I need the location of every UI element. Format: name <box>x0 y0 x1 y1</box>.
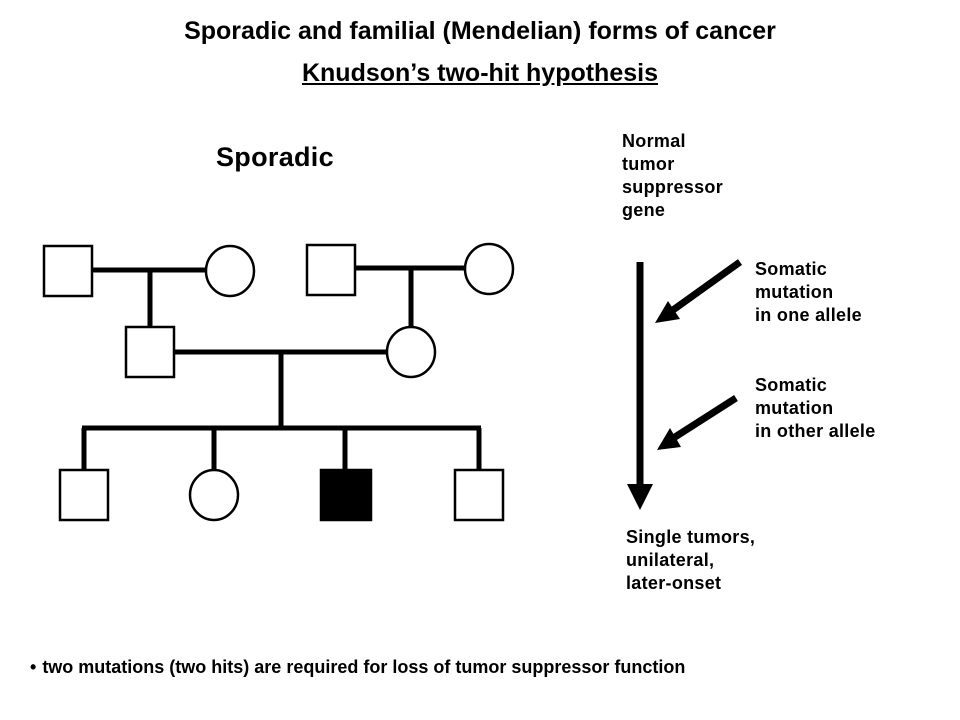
footnote: •two mutations (two hits) are required f… <box>30 656 955 678</box>
mother-symbol <box>385 325 437 379</box>
slide-title: Sporadic and familial (Mendelian) forms … <box>184 17 776 45</box>
child-male-unaffected-2 <box>453 468 505 522</box>
first-hit-arrow-head <box>655 301 680 323</box>
normal-gene-label: Normal tumor suppressor gene <box>622 131 724 220</box>
first-hit-arrow-shaft <box>670 259 743 313</box>
grandfather-maternal-symbol <box>305 243 357 297</box>
second-hit-arrow-shaft <box>673 395 738 440</box>
grandmother-paternal-symbol <box>204 244 256 298</box>
child-male-affected <box>319 468 373 522</box>
second-hit-label: Somatic mutation in other allele <box>755 375 876 441</box>
two-hit-pathway <box>627 259 743 510</box>
bullet-icon: • <box>30 657 37 677</box>
pedigree-chart <box>42 242 515 522</box>
slide-subtitle: Knudson’s two-hit hypothesis <box>301 59 658 87</box>
father-symbol <box>124 325 176 379</box>
second-hit-arrow-head <box>657 428 681 450</box>
grandfather-paternal-symbol <box>42 244 94 298</box>
first-hit-label: Somatic mutation in one allele <box>755 259 862 325</box>
footnote-text: two mutations (two hits) are required fo… <box>42 657 686 677</box>
child-male-unaffected-1 <box>58 468 110 522</box>
outcome-label: Single tumors, unilateral, later-onset <box>626 527 756 593</box>
grandmother-maternal-symbol <box>463 242 515 296</box>
pedigree-label: Sporadic <box>216 142 334 172</box>
child-female-unaffected <box>188 468 240 522</box>
progression-arrow-head <box>627 484 653 510</box>
